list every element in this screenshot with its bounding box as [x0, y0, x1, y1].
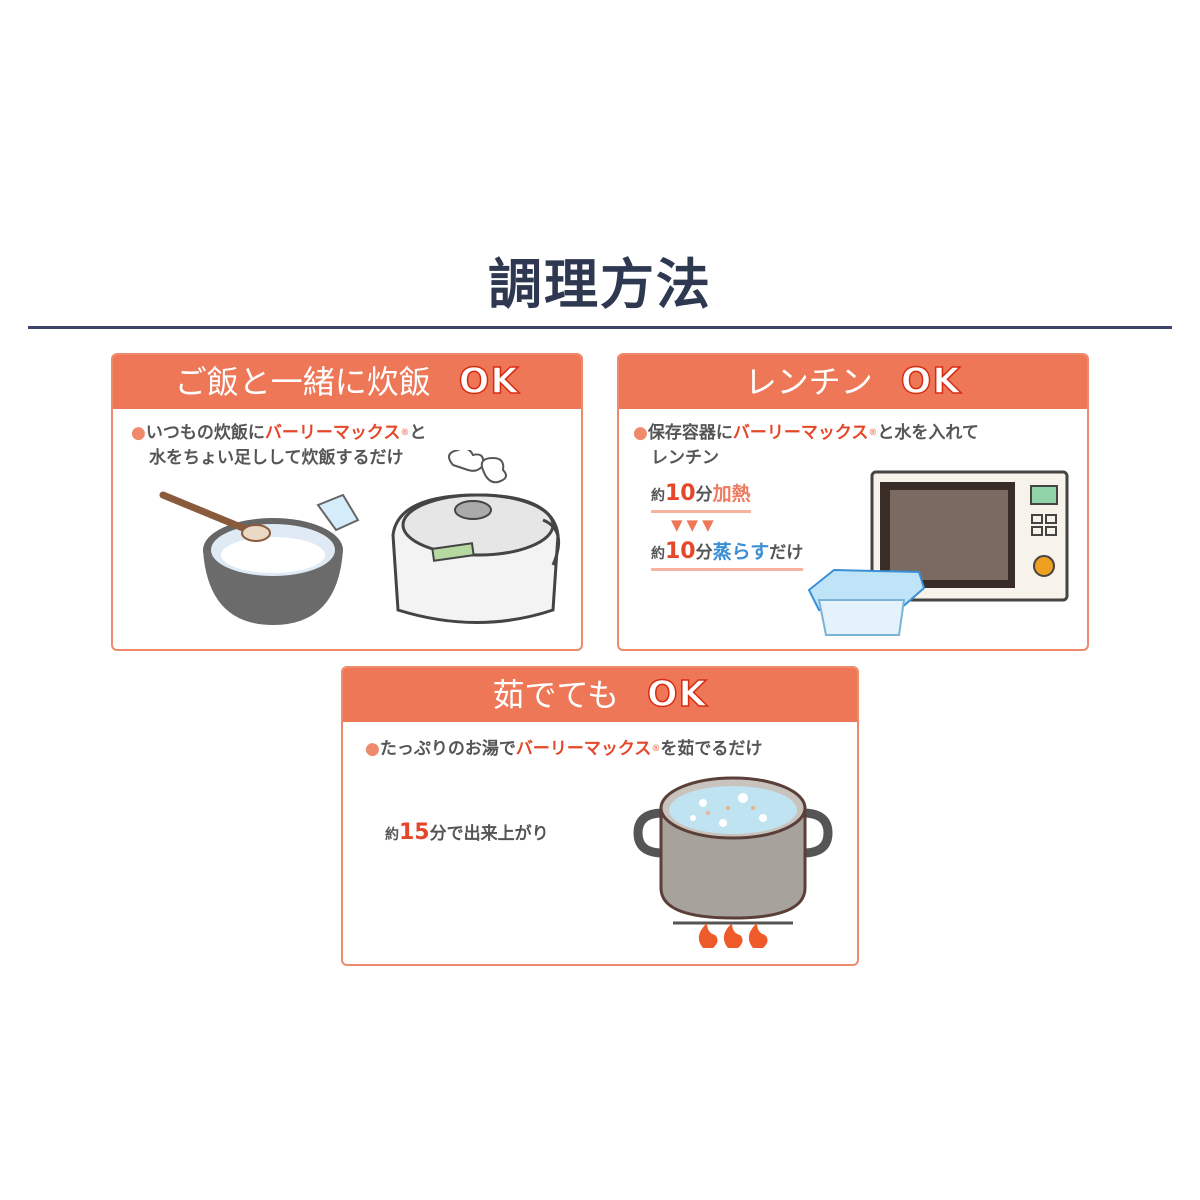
text: と水を入れて — [877, 423, 979, 443]
bullet-icon: ● — [633, 423, 648, 443]
text: たっぷりのお湯で — [379, 739, 516, 759]
card-heading: 茹でても — [492, 676, 619, 714]
card-header: ご飯と一緒に炊飯 OK — [113, 355, 581, 409]
microwave-illustration — [807, 470, 1069, 636]
instruction-line-2: 水をちょい足しして炊飯するだけ — [149, 448, 404, 468]
card-rice-cooker: ご飯と一緒に炊飯 OK ●いつもの炊飯にバーリーマックス®と 水をちょい足しして炊… — [111, 353, 583, 651]
text: だけ — [769, 543, 804, 563]
bullet-icon: ● — [131, 423, 146, 443]
down-arrows-icon: ▼▼▼ — [671, 516, 718, 534]
boil-time: 約15分で出来上がり — [385, 820, 549, 848]
text: 約 — [385, 827, 399, 843]
ok-label: OK — [646, 673, 708, 716]
card-heading: ご飯と一緒に炊飯 — [174, 363, 431, 401]
text: 分 — [695, 485, 713, 505]
title-divider — [28, 326, 1172, 329]
instruction-line-2: レンチン — [651, 448, 719, 468]
text: 約 — [651, 546, 665, 562]
step-steam: 約10分蒸らすだけ — [651, 539, 804, 571]
card-heading: レンチン — [744, 363, 873, 401]
text: を茹でるだけ — [660, 739, 763, 759]
action: 蒸らす — [712, 541, 770, 563]
instruction-line-1: ●いつもの炊飯にバーリーマックス®と — [131, 421, 426, 446]
ok-label: OK — [458, 360, 520, 403]
boiling-pot-illustration — [633, 776, 833, 948]
rice-pot-illustration — [159, 491, 360, 625]
page-title: 調理方法 — [488, 253, 712, 316]
registered-mark: ® — [868, 428, 878, 438]
minutes: 15 — [399, 820, 430, 845]
bullet-icon: ● — [365, 739, 380, 759]
text: いつもの炊飯に — [145, 423, 265, 443]
text: 約 — [651, 488, 665, 504]
registered-mark: ® — [651, 744, 661, 754]
ok-label: OK — [900, 360, 962, 403]
card-header: 茹でても OK — [343, 668, 857, 722]
action: 加熱 — [712, 483, 751, 505]
minutes: 10 — [665, 481, 696, 506]
product-name: バーリーマックス — [515, 739, 652, 759]
card-boiling: 茹でても OK ●たっぷりのお湯でバーリーマックス®を茹でるだけ 約15分で出来上… — [341, 666, 859, 966]
card-header: レンチン OK — [619, 355, 1087, 409]
step-heat: 約10分加熱 — [651, 481, 751, 513]
rice-cooker-illustration — [391, 450, 561, 624]
instruction-line-1: ●保存容器にバーリーマックス®と水を入れて — [633, 421, 979, 446]
text: 保存容器に — [647, 423, 733, 443]
text: と — [409, 423, 427, 443]
minutes: 10 — [665, 539, 696, 564]
product-name: バーリーマックス — [264, 423, 401, 443]
text: 分で出来上がり — [429, 824, 549, 844]
instruction-line-1: ●たっぷりのお湯でバーリーマックス®を茹でるだけ — [365, 737, 762, 762]
product-name: バーリーマックス — [732, 423, 869, 443]
registered-mark: ® — [400, 428, 410, 438]
text: 分 — [695, 543, 713, 563]
